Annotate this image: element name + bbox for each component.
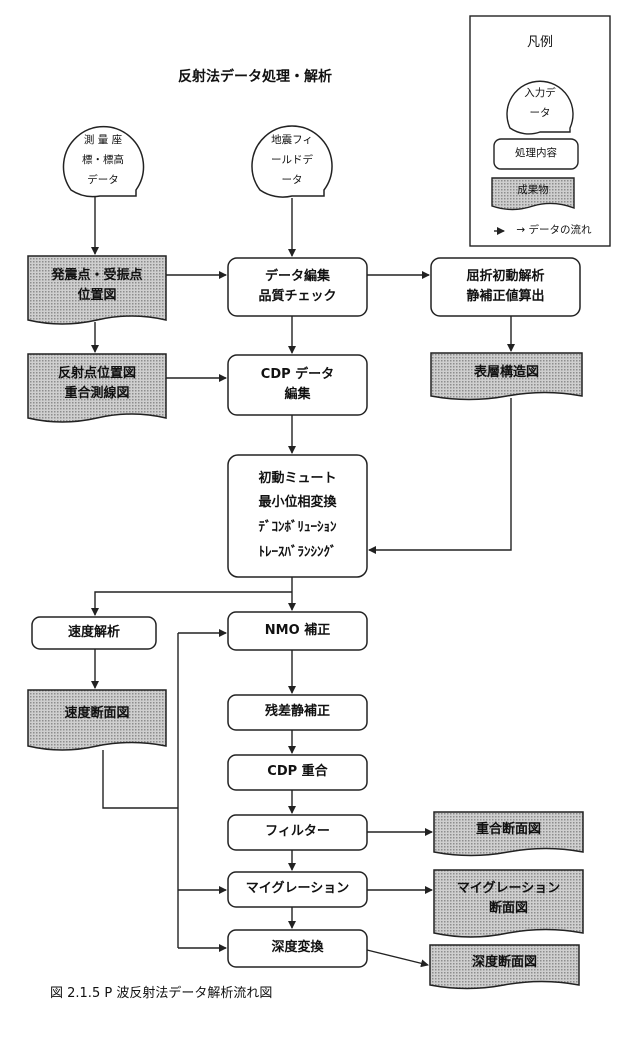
connectors — [91, 196, 515, 968]
legend-process-shape — [493, 138, 579, 170]
process-depth-box — [227, 929, 368, 968]
arrow-mute-to-velocity — [91, 591, 292, 616]
process-stack-box — [227, 754, 368, 791]
input-survey-shape — [62, 125, 145, 198]
process-refraction-box — [430, 257, 581, 317]
legend-input-shape — [506, 80, 574, 135]
process-mute-box — [227, 454, 368, 578]
process-filter-box — [227, 814, 368, 851]
product-velocity-section-shape — [27, 689, 167, 751]
product-surface-layer-shape — [430, 352, 583, 401]
process-migration-box — [227, 871, 368, 908]
legend-product-shape — [491, 177, 575, 211]
arrow-surface-to-mute — [368, 398, 512, 554]
process-residual-box — [227, 694, 368, 731]
arrow-depth-to-section — [366, 949, 429, 968]
input-seismic-shape — [251, 125, 333, 198]
process-nmo-box — [227, 611, 368, 651]
process-velocity-box — [31, 616, 157, 650]
product-reflection-point-shape — [27, 353, 167, 423]
product-shot-receiver-shape — [27, 255, 167, 325]
product-stack-section-shape — [433, 811, 584, 857]
connector-velocity-feedback — [102, 750, 178, 809]
process-edit-box — [227, 257, 368, 317]
product-depth-section-shape — [429, 944, 580, 990]
product-migration-section-shape — [433, 869, 584, 938]
process-cdp-edit-box — [227, 354, 368, 416]
